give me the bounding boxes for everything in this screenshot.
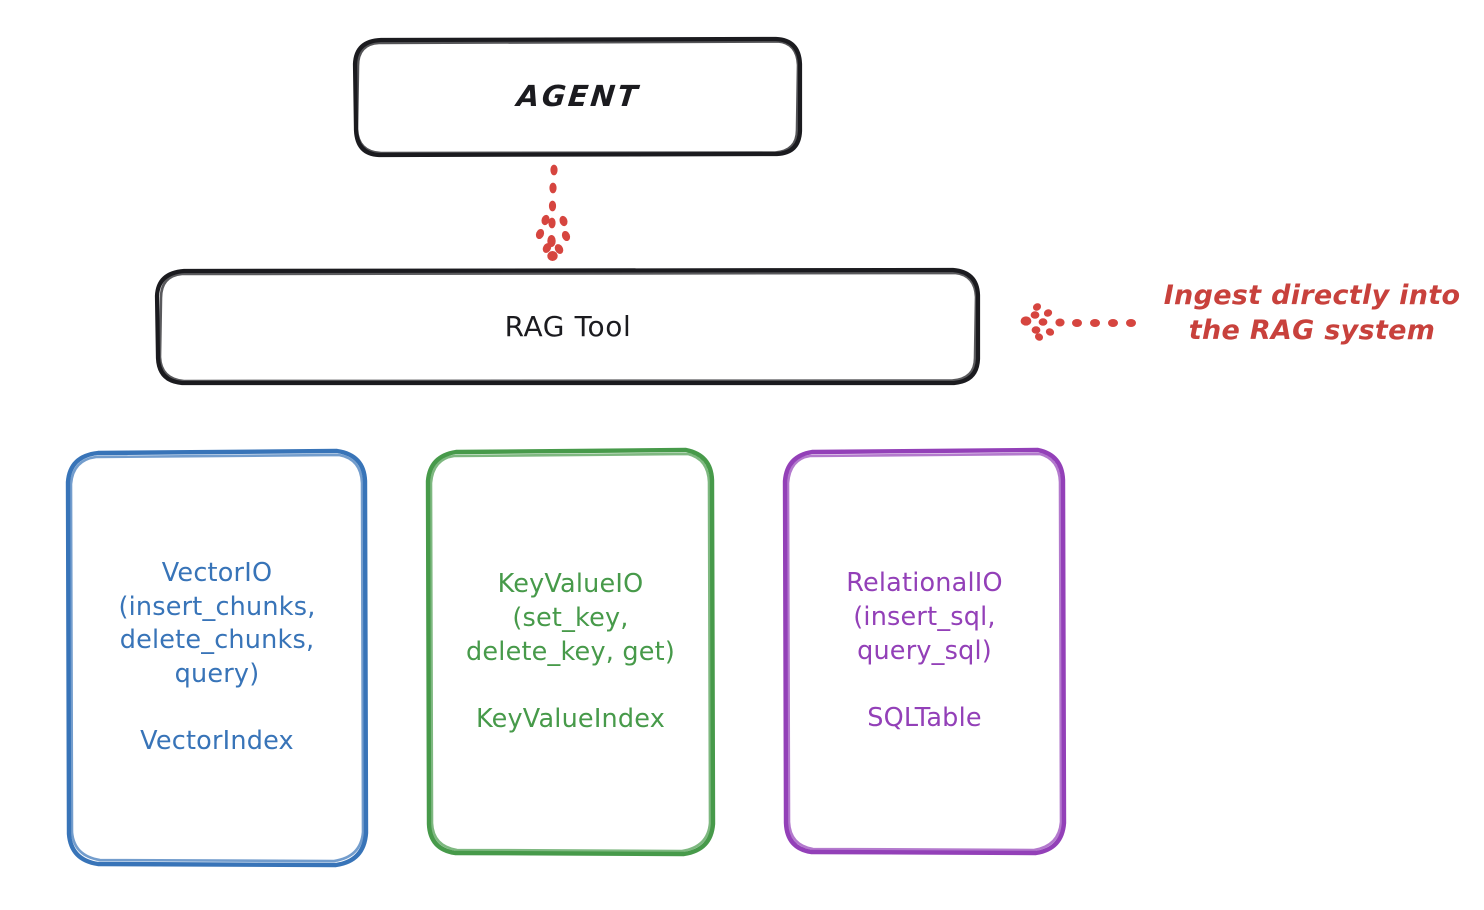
node-vector-io-api-label: VectorIO (insert_chunks, delete_chunks, … xyxy=(118,557,316,689)
node-relational-io[interactable]: RelationalIO (insert_sql, query_sql) SQL… xyxy=(785,450,1064,853)
node-agent-label: AGENT xyxy=(514,79,642,114)
agent-box-outline xyxy=(352,36,803,158)
connector-ingest-arrow xyxy=(1020,303,1136,341)
node-vector-io-index-label: VectorIndex xyxy=(140,726,294,757)
node-rag-tool-label: RAG Tool xyxy=(504,309,632,343)
node-relational-io-index-label: SQLTable xyxy=(867,703,982,734)
rag-tool-box-outline xyxy=(154,267,981,386)
node-key-value-io-index-label: KeyValueIndex xyxy=(475,704,666,735)
node-relational-io-api-label: RelationalIO (insert_sql, query_sql) xyxy=(846,568,1003,666)
connector-agent-to-rag-tool xyxy=(535,164,571,261)
relational-io-box-outline xyxy=(782,447,1067,856)
node-vector-io[interactable]: VectorIO (insert_chunks, delete_chunks, … xyxy=(68,450,366,866)
node-key-value-io[interactable]: KeyValueIO (set_key, delete_key, get) Ke… xyxy=(428,450,713,855)
vector-io-box-outline xyxy=(65,448,369,868)
key-value-io-box-outline xyxy=(425,447,716,857)
node-rag-tool[interactable]: RAG Tool xyxy=(157,270,979,384)
annotation-ingest-directly: Ingest directly into the RAG system xyxy=(1163,280,1461,347)
node-agent[interactable]: AGENT xyxy=(355,38,801,156)
node-key-value-io-api-label: KeyValueIO (set_key, delete_key, get) xyxy=(466,569,675,667)
